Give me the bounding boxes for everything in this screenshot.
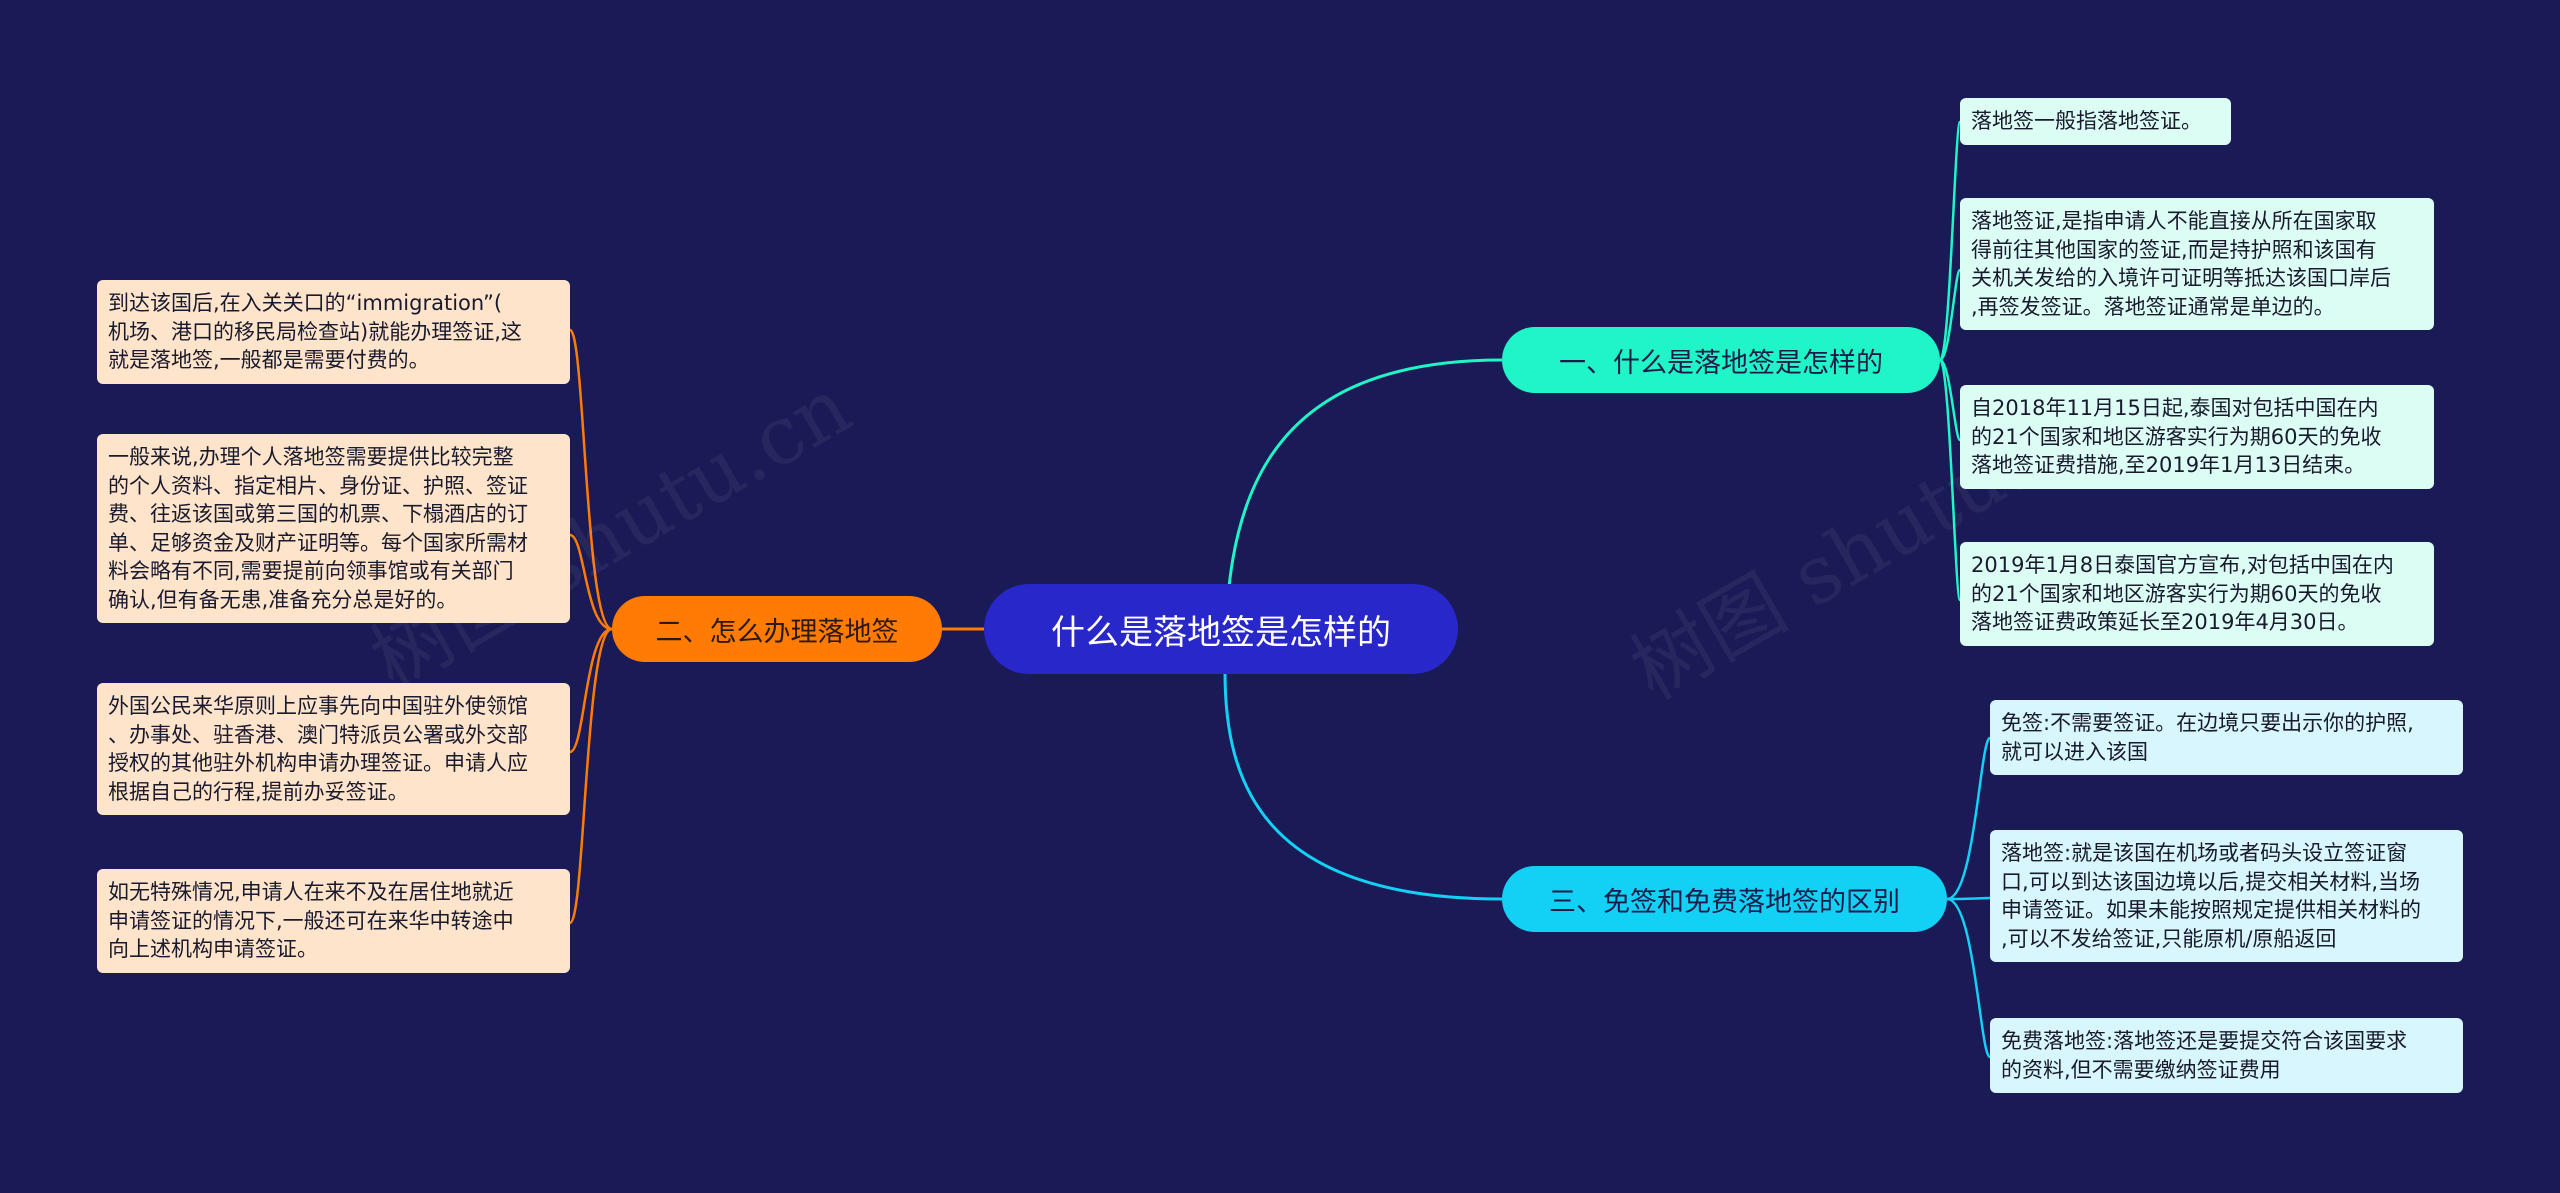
- leaf-topic[interactable]: 一般来说,办理个人落地签需要提供比较完整 的个人资料、指定相片、身份证、护照、签…: [97, 434, 570, 623]
- root-topic[interactable]: 什么是落地签是怎样的: [984, 584, 1458, 674]
- branch-topic-what-is[interactable]: 一、什么是落地签是怎样的: [1502, 327, 1940, 393]
- leaf-topic[interactable]: 到达该国后,在入关关口的“immigration”( 机场、港口的移民局检查站)…: [97, 280, 570, 384]
- leaf-topic[interactable]: 2019年1月8日泰国官方宣布,对包括中国在内 的21个国家和地区游客实行为期6…: [1960, 542, 2434, 646]
- leaf-topic[interactable]: 免费落地签:落地签还是要提交符合该国要求 的资料,但不需要缴纳签证费用: [1990, 1018, 2463, 1093]
- leaf-topic[interactable]: 落地签一般指落地签证。: [1960, 98, 2231, 145]
- leaf-topic[interactable]: 外国公民来华原则上应事先向中国驻外使领馆 、办事处、驻香港、澳门特派员公署或外交…: [97, 683, 570, 815]
- leaf-topic[interactable]: 自2018年11月15日起,泰国对包括中国在内 的21个国家和地区游客实行为期6…: [1960, 385, 2434, 489]
- connector-root-branch3: [1223, 671, 1503, 901]
- branch-topic-how-to-apply[interactable]: 二、怎么办理落地签: [612, 596, 942, 662]
- leaf-topic[interactable]: 如无特殊情况,申请人在来不及在居住地就近 申请签证的情况下,一般还可在来华中转途…: [97, 869, 570, 973]
- branch-topic-difference[interactable]: 三、免签和免费落地签的区别: [1502, 866, 1947, 932]
- leaf-topic[interactable]: 落地签证,是指申请人不能直接从所在国家取 得前往其他国家的签证,而是持护照和该国…: [1960, 198, 2434, 330]
- leaf-topic[interactable]: 落地签:就是该国在机场或者码头设立签证窗 口,可以到达该国边境以后,提交相关材料…: [1990, 830, 2463, 962]
- leaf-topic[interactable]: 免签:不需要签证。在边境只要出示你的护照, 就可以进入该国: [1990, 700, 2463, 775]
